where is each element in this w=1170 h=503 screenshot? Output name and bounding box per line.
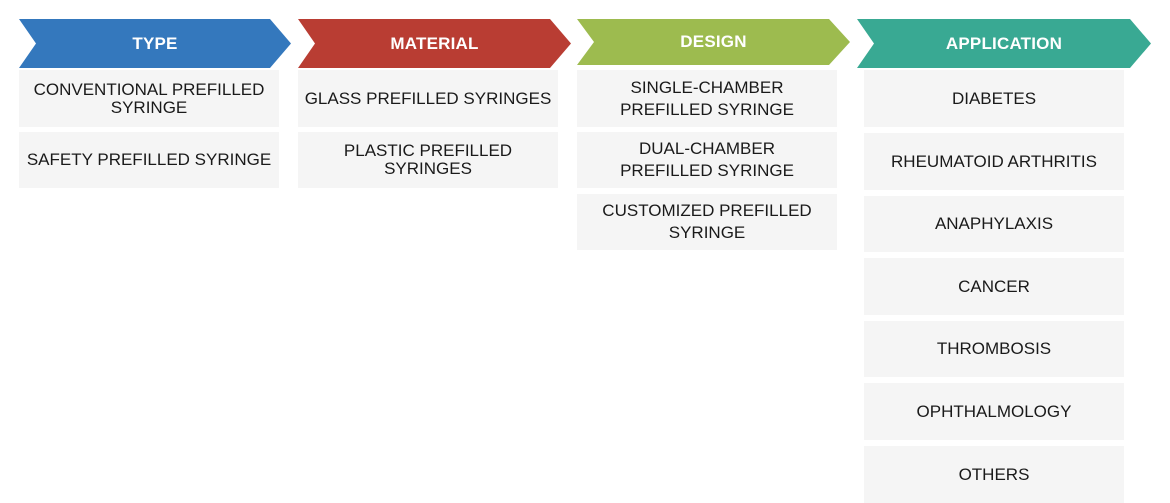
- application-item: OTHERS: [864, 446, 1124, 503]
- header-application: APPLICATION: [857, 19, 1151, 68]
- application-item: CANCER: [864, 258, 1124, 315]
- header-design: DESIGN: [577, 19, 850, 65]
- header-design-label: DESIGN: [680, 32, 747, 51]
- chevron-shape-icon: [19, 19, 291, 68]
- design-item: CUSTOMIZED PREFILLED SYRINGE: [577, 194, 837, 250]
- header-application-label: APPLICATION: [945, 33, 1063, 53]
- application-item-label: CANCER: [958, 276, 1030, 296]
- chevron-shape-icon: [298, 19, 571, 68]
- material-item: GLASS PREFILLED SYRINGES: [298, 70, 558, 127]
- application-item-label: RHEUMATOID ARTHRITIS: [891, 151, 1097, 171]
- application-item-label: DIABETES: [951, 88, 1037, 108]
- application-item-label: OPHTHALMOLOGY: [916, 401, 1072, 421]
- design-item: SINGLE-CHAMBER PREFILLED SYRINGE: [577, 70, 837, 127]
- application-item: RHEUMATOID ARTHRITIS: [864, 133, 1124, 190]
- type-item: SAFETY PREFILLED SYRINGE: [19, 132, 279, 188]
- design-item: DUAL-CHAMBER PREFILLED SYRINGE: [577, 132, 837, 188]
- material-item-label: PLASTIC PREFILLED SYRINGES: [343, 141, 513, 178]
- type-item: CONVENTIONAL PREFILLED SYRINGE: [19, 70, 279, 127]
- design-item-label: DUAL-CHAMBER PREFILLED SYRINGE: [620, 139, 794, 180]
- application-item: THROMBOSIS: [864, 321, 1124, 377]
- type-item-label: CONVENTIONAL PREFILLED SYRINGE: [33, 79, 265, 117]
- material-item-label: GLASS PREFILLED SYRINGES: [304, 88, 552, 108]
- application-item: ANAPHYLAXIS: [864, 196, 1124, 252]
- design-item-label: CUSTOMIZED PREFILLED SYRINGE: [602, 201, 812, 242]
- application-item-label: ANAPHYLAXIS: [934, 214, 1054, 233]
- chevron-shape-icon: [857, 19, 1151, 68]
- application-item-label: OTHERS: [958, 464, 1030, 484]
- header-material-label: MATERIAL: [390, 33, 479, 53]
- chevron-shape-icon: [577, 19, 850, 65]
- application-item-label: THROMBOSIS: [936, 339, 1052, 358]
- material-item: PLASTIC PREFILLED SYRINGES: [298, 132, 558, 188]
- header-type-label: TYPE: [132, 33, 178, 53]
- application-item: OPHTHALMOLOGY: [864, 383, 1124, 440]
- header-type: TYPE: [19, 19, 291, 68]
- header-material: MATERIAL: [298, 19, 571, 68]
- application-item: DIABETES: [864, 70, 1124, 127]
- type-item-label: SAFETY PREFILLED SYRINGE: [26, 150, 272, 169]
- design-item-label: SINGLE-CHAMBER PREFILLED SYRINGE: [620, 77, 794, 119]
